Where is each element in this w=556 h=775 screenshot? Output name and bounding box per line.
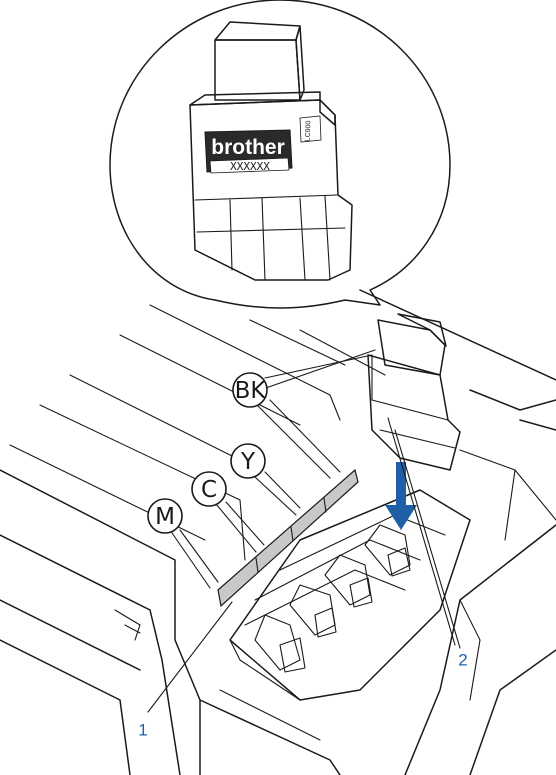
printer-body [0, 290, 556, 775]
cartridge-code: XXXXXX [230, 160, 270, 173]
slot-label-bk: BK [233, 373, 267, 407]
insert-direction-arrow [385, 462, 417, 530]
small-ink-cartridge [368, 314, 460, 470]
slot-label-y-text: Y [240, 449, 256, 475]
slot-label-m-text: M [155, 504, 175, 530]
color-label-strip [218, 470, 358, 606]
slot-label-m: M [148, 499, 182, 533]
callout-number-1: 1 [138, 721, 147, 740]
cartridge-model-tag: LC900 [305, 120, 313, 141]
slot-label-c: C [192, 472, 226, 506]
slot-label-y: Y [231, 444, 265, 478]
down-arrow-icon [385, 462, 417, 530]
slot-label-c-text: C [201, 477, 217, 503]
callout-number-2: 2 [458, 651, 467, 670]
large-ink-cartridge: brother XXXXXX LC900 [190, 22, 352, 280]
cartridge-brand-name: brother [211, 136, 285, 159]
slot-label-bk-text: BK [235, 378, 267, 404]
